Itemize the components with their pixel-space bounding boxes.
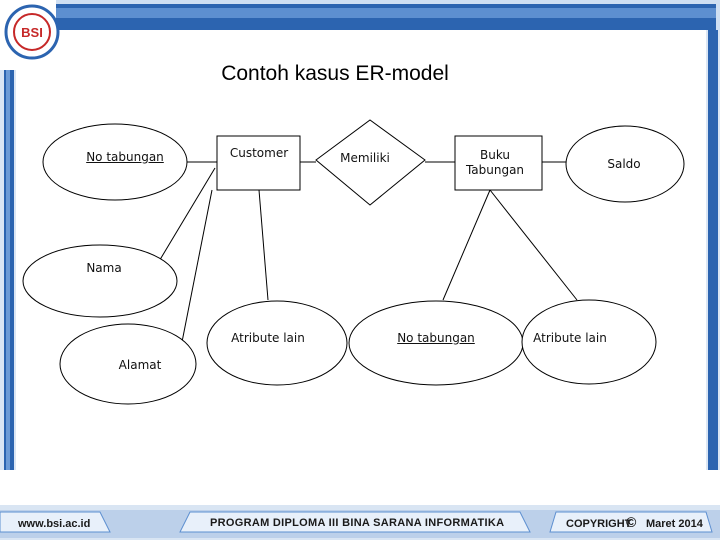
label-memiliki: Memiliki: [340, 151, 390, 165]
bsi-logo: BSI: [4, 4, 60, 60]
attribute-nama: [22, 244, 178, 318]
label-alamat: Alamat: [118, 358, 162, 372]
entity-customer: [216, 135, 301, 191]
footer-date: Maret 2014: [646, 518, 703, 530]
relationship-memiliki: [315, 119, 426, 206]
connector-customer-atributelain: [258, 189, 269, 301]
footer-copyright: COPYRIGHT: [566, 518, 632, 530]
attribute-alamat: [59, 323, 197, 405]
connector-customer-nama: [157, 167, 216, 264]
footer-website: www.bsi.ac.id: [18, 518, 91, 530]
attribute-no-tabungan-customer: [42, 123, 188, 201]
label-buku-tabungan: Buku Tabungan: [465, 148, 525, 177]
label-atribute-lain-buku: Atribute lain: [533, 331, 607, 345]
label-saldo: Saldo: [607, 157, 641, 171]
attribute-saldo: [565, 125, 685, 203]
label-no-tabungan-buku: No tabungan: [397, 331, 475, 345]
entity-buku-tabungan: [454, 135, 543, 191]
label-nama: Nama: [86, 261, 122, 275]
attribute-atribute-lain-customer: [206, 300, 348, 386]
connector-customer-alamat: [181, 189, 213, 343]
copyright-symbol-icon: ©: [626, 514, 637, 530]
footer-program: PROGRAM DIPLOMA III BINA SARANA INFORMAT…: [210, 517, 505, 529]
connector-buku-atributelain: [489, 189, 578, 301]
slide-title: Contoh kasus ER-model: [221, 62, 449, 85]
attribute-atribute-lain-buku: [521, 299, 657, 385]
label-customer: Customer: [229, 146, 289, 160]
connector-buku-notabungan: [442, 189, 491, 301]
label-no-tabungan-customer: No tabungan: [86, 150, 164, 164]
label-atribute-lain-customer: Atribute lain: [231, 331, 305, 345]
svg-text:BSI: BSI: [21, 25, 43, 40]
